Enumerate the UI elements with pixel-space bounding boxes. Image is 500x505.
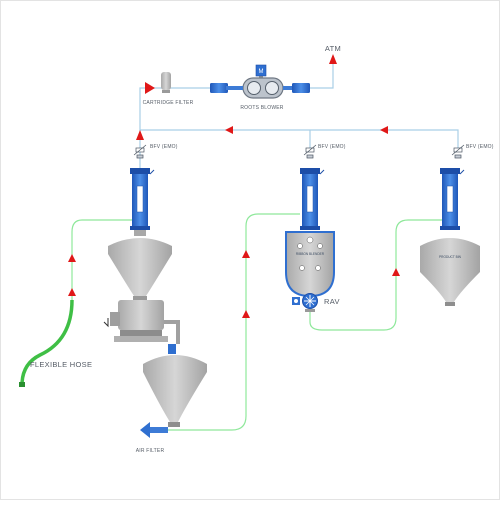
air-filter: [140, 422, 168, 438]
blower-motor-letter: M: [259, 69, 264, 75]
bfv-label-2: BFV (EMO): [318, 144, 346, 150]
bfv-valve-2: [303, 144, 317, 159]
arrow-mixer-2: [242, 250, 250, 258]
atm-label: ATM: [325, 44, 341, 53]
blender-tag: RIBBON BLENDER: [296, 252, 325, 256]
bfv-valve-1: [133, 144, 147, 159]
arrow-atm: [329, 54, 337, 64]
vacuum-receiver-3: [440, 168, 465, 230]
arrow-mixer-1: [242, 310, 250, 318]
conveying-line-product: [309, 219, 448, 331]
vacuum-receiver-1: [130, 168, 155, 230]
arrow-product-1: [392, 268, 400, 276]
hopper-2: [143, 344, 207, 427]
hose-end-cuff: [19, 382, 25, 387]
air-filter-label: AIR FILTER: [136, 448, 165, 454]
bfv-label-3: BFV (EMO): [466, 144, 494, 150]
flow-arrows: [68, 54, 400, 318]
product-bin-tag: PRODUCT BIN: [439, 255, 462, 259]
arrow-header-2: [380, 126, 388, 134]
conveying-line-mixer: [168, 213, 300, 431]
product-bin: PRODUCT BIN: [420, 238, 480, 306]
arrow-hose-2: [68, 288, 76, 296]
vacuum-line-filter: [139, 87, 210, 170]
rav-label: RAV: [324, 297, 340, 306]
vacuum-receiver-2: [300, 168, 325, 230]
blower-outlet-silencer: [292, 83, 310, 93]
vacuum-line-exhaust: [300, 62, 334, 89]
sifter-machine: [103, 300, 180, 344]
hopper-1: [108, 230, 172, 300]
rotary-airlock-valve: [292, 293, 318, 312]
bfv-label-1: BFV (EMO): [150, 144, 178, 150]
vacuum-line-header: [140, 129, 459, 150]
cartridge-filter: [161, 72, 171, 93]
flexible-hose: [20, 299, 74, 386]
conveying-lines: [71, 213, 448, 431]
arrow-filter: [145, 82, 155, 94]
blower-inlet-silencer: [210, 83, 228, 93]
vacuum-lines: [139, 62, 459, 170]
bfv-valve-3: [451, 144, 465, 159]
discharge-arrow-icon: [103, 318, 109, 328]
roots-blower: M: [210, 64, 310, 99]
arrow-hose-1: [68, 254, 76, 262]
cartridge-filter-label: CARTRIDGE FILTER: [143, 100, 194, 106]
conveying-line-hose: [71, 219, 134, 300]
roots-blower-label: ROOTS BLOWER: [240, 105, 283, 111]
hopper-2-blue-inlet: [168, 344, 176, 354]
arrow-header-1: [225, 126, 233, 134]
ribbon-blender: RIBBON BLENDER: [285, 231, 335, 300]
flexible-hose-label: FLEXIBLE HOSE: [30, 360, 92, 369]
arrow-riser-1: [136, 130, 144, 140]
